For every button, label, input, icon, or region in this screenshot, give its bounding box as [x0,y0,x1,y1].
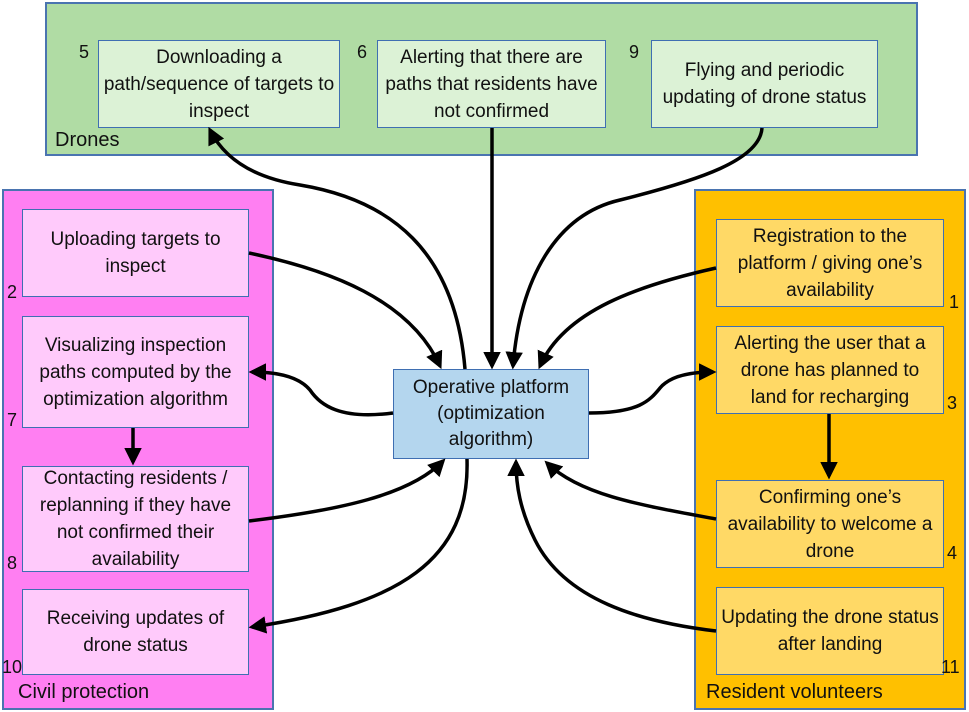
drones-group-label: Drones [55,129,120,151]
operative-platform-box: Operative platform (optimization algorit… [393,369,589,459]
arrow-step-4-to-platform [544,460,717,521]
step-3-number: 3 [947,393,958,413]
step-6-box: Alerting that there are paths that resid… [377,40,606,128]
arrow-step-11-to-platform [507,458,717,633]
step-8-number: 8 [7,553,18,573]
step-11-number: 11 [941,657,960,677]
arrow-platform-to-step-10 [248,458,469,634]
step-4-box: Confirming one’s availability to welcome… [716,480,944,568]
step-2-box: Uploading targets to inspect [22,209,249,297]
step-10-text: Receiving updates of drone status [46,608,225,656]
step-10-number: 10 [2,657,23,677]
civil-protection-group-label: Civil protection [18,681,150,703]
step-2-number: 2 [7,282,18,302]
arrow-step-2-to-platform [248,251,443,370]
step-11-text: Updating the drone status after landing [721,607,939,655]
step-11-box: Updating the drone status after landing [716,587,944,675]
step-2-text: Uploading targets to inspect [50,229,221,277]
step-3-text: Alerting the user that a drone has plann… [734,332,926,408]
step-7-text: Visualizing inspection paths computed by… [39,334,232,410]
resident-volunteers-group-label: Resident volunteers [706,681,883,703]
step-4-text: Confirming one’s availability to welcome… [727,486,933,562]
arrow-step-1-to-platform [537,266,717,370]
step-5-text: Downloading a path/sequence of targets t… [103,46,335,122]
operative-platform-text: Operative platform (optimization algorit… [412,377,570,450]
step-4-number: 4 [947,543,958,563]
step-5-number: 5 [79,42,90,62]
step-6-number: 6 [357,42,368,62]
step-9-text: Flying and periodic updating of drone st… [662,60,867,108]
step-10-box: Receiving updates of drone status [22,589,249,675]
step-7-box: Visualizing inspection paths computed by… [22,316,249,428]
step-9-number: 9 [629,42,640,62]
arrow-platform-to-step-3 [588,363,717,415]
step-1-box: Registration to the platform / giving on… [716,219,944,307]
step-3-box: Alerting the user that a drone has plann… [716,326,944,414]
arrow-platform-to-step-7 [248,363,394,417]
step-1-number: 1 [949,292,960,312]
step-8-text: Contacting residents / replanning if the… [39,468,232,570]
arrow-step-8-to-platform [248,458,446,523]
step-9-box: Flying and periodic updating of drone st… [651,40,878,128]
step-7-number: 7 [7,410,18,430]
step-8-box: Contacting residents / replanning if the… [22,466,249,572]
step-1-text: Registration to the platform / giving on… [737,225,923,301]
step-6-text: Alerting that there are paths that resid… [385,46,598,122]
arrow-step-9-to-platform [505,127,764,370]
arrow-platform-to-step-5 [208,126,467,370]
